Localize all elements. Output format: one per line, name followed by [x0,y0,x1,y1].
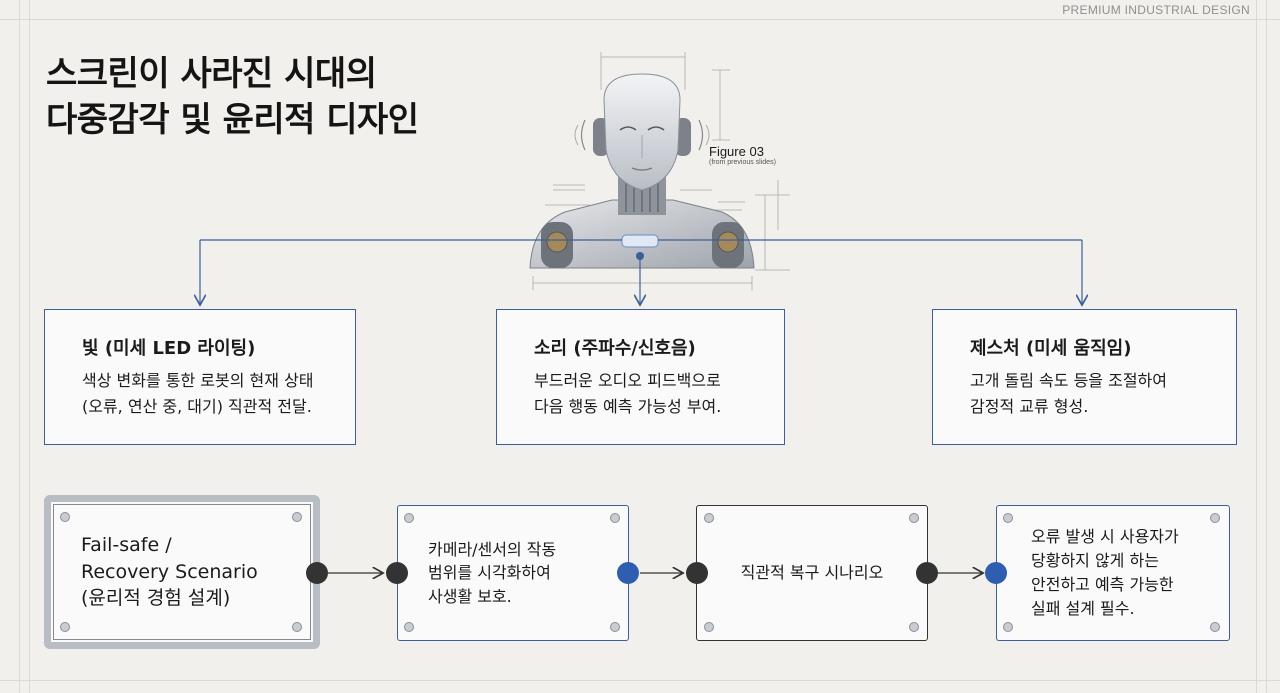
connector-lines [200,239,1082,304]
figure-caption: Figure 03 (from previous slides) [709,144,776,166]
flow-step-privacy-line-2: 범위를 시각화하여 [428,563,551,583]
flow-dot-2 [386,562,408,584]
card-gesture-line-1: 고개 돌림 속도 등을 조절하여 [970,371,1167,390]
screw-icon [60,622,70,632]
flow-step-privacy: 카메라/센서의 작동 범위를 시각화하여 사생활 보호. [397,505,629,641]
flow-step-failsafe: Fail-safe / Recovery Scenario (윤리적 경험 설계… [44,495,320,649]
flow-step-failsafe-line-1: Fail-safe / [81,534,172,557]
frame-line-top [0,19,1280,20]
card-sound-title: 소리 (주파수/신호음) [534,338,696,359]
screw-icon [610,622,620,632]
screw-icon [1003,622,1013,632]
card-sound-line-2: 다음 행동 예측 가능성 부여. [534,396,722,416]
flow-dot-3 [617,562,639,584]
frame-line-bottom [0,680,1280,681]
screw-icon [610,513,620,523]
card-light: 빛 (미세 LED 라이팅) 색상 변화를 통한 로봇의 현재 상태 (오류, … [44,309,356,445]
frame-line-left-2 [29,0,30,693]
flow-step-failure-design-line-3: 안전하고 예측 가능한 [1031,575,1174,594]
card-gesture: 제스처 (미세 움직임) 고개 돌림 속도 등을 조절하여 감정적 교류 형성. [932,309,1237,445]
flow-step-failure-design-line-2: 당황하지 않게 하는 [1031,551,1159,570]
flow-step-recovery: 직관적 복구 시나리오 [696,505,928,641]
card-gesture-title: 제스처 (미세 움직임) [970,338,1132,359]
page-title: 스크린이 사라진 시대의 다중감각 및 윤리적 디자인 [46,52,419,144]
frame-line-left [19,0,20,693]
screw-icon [704,513,714,523]
card-sound-line-1: 부드러운 오디오 피드백으로 [534,371,721,390]
screw-icon [292,622,302,632]
title-line-2: 다중감각 및 윤리적 디자인 [46,99,419,140]
screw-icon [1210,622,1220,632]
flow-dot-5 [916,562,938,584]
flow-step-recovery-text: 직관적 복구 시나리오 [740,563,884,583]
figure-label: Figure 03 [709,144,764,159]
flow-step-failsafe-text: Fail-safe / Recovery Scenario (윤리적 경험 설계… [51,532,258,612]
flow-step-failure-design: 오류 발생 시 사용자가 당황하지 않게 하는 안전하고 예측 가능한 실패 설… [996,505,1230,641]
flow-dot-4 [686,562,708,584]
flow-step-privacy-line-3: 사생활 보호. [428,586,512,606]
card-light-body: 색상 변화를 통한 로봇의 현재 상태 (오류, 연산 중, 대기) 직관적 전… [82,368,314,419]
flow-step-failsafe-line-3: (윤리적 경험 설계) [81,587,231,610]
screw-icon [1210,513,1220,523]
robot-figure [529,73,755,269]
dimension-lines [532,52,790,290]
card-gesture-line-2: 감정적 교류 형성. [970,396,1089,416]
figure-subcaption: (from previous slides) [709,159,776,166]
flow-dot-1 [306,562,328,584]
screw-icon [404,622,414,632]
card-sound-body: 부드러운 오디오 피드백으로 다음 행동 예측 가능성 부여. [534,368,721,419]
flow-step-failsafe-line-2: Recovery Scenario [81,560,258,583]
flow-step-privacy-line-1: 카메라/센서의 작동 [428,540,557,560]
card-light-line-2: (오류, 연산 중, 대기) 직관적 전달. [82,396,312,416]
flow-step-failure-design-text: 오류 발생 시 사용자가 당황하지 않게 하는 안전하고 예측 가능한 실패 설… [997,525,1179,621]
flow-dot-6 [985,562,1007,584]
flow-step-failure-design-line-1: 오류 발생 시 사용자가 [1031,527,1179,546]
card-sound: 소리 (주파수/신호음) 부드러운 오디오 피드백으로 다음 행동 예측 가능성… [496,309,785,445]
card-gesture-body: 고개 돌림 속도 등을 조절하여 감정적 교류 형성. [970,368,1167,419]
card-light-line-1: 색상 변화를 통한 로봇의 현재 상태 [82,371,314,390]
frame-line-right [1256,0,1257,693]
center-connector-dot [636,252,644,260]
screw-icon [909,513,919,523]
flow-step-failure-design-line-4: 실패 설계 필수. [1031,599,1135,618]
screw-icon [909,622,919,632]
frame-line-right-2 [1266,0,1267,693]
screw-icon [292,512,302,522]
screw-icon [404,513,414,523]
card-light-title: 빛 (미세 LED 라이팅) [82,338,256,359]
screw-icon [60,512,70,522]
title-line-1: 스크린이 사라진 시대의 [46,54,377,94]
flow-step-privacy-text: 카메라/센서의 작동 범위를 시각화하여 사생활 보호. [398,538,556,608]
screw-icon [704,622,714,632]
screw-icon [1003,513,1013,523]
header-tag: PREMIUM INDUSTRIAL DESIGN [1062,3,1250,17]
